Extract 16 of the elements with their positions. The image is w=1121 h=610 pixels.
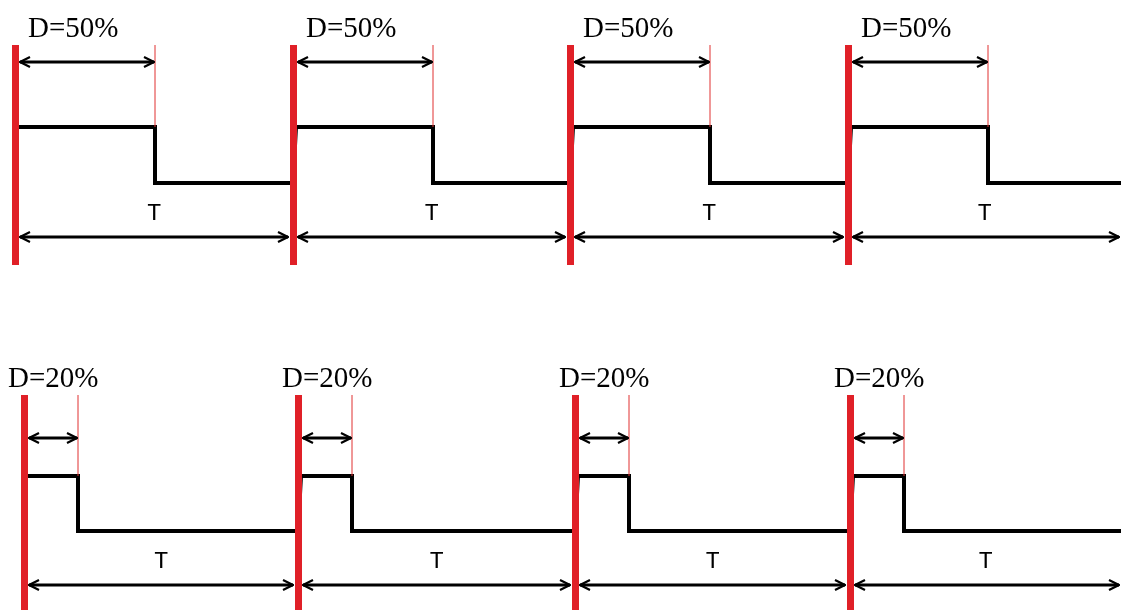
period-label: T	[978, 550, 993, 574]
duty-cycle-label: D=20%	[8, 363, 99, 392]
period-label: T	[977, 202, 992, 226]
duty-cycle-label: D=50%	[861, 13, 952, 42]
duty-cycle-label: D=20%	[282, 363, 373, 392]
duty-cycle-label: D=20%	[559, 363, 650, 392]
period-label: T	[429, 550, 444, 574]
period-label: T	[147, 202, 162, 226]
duty-cycle-label: D=50%	[306, 13, 397, 42]
duty-cycle-label: D=50%	[28, 13, 119, 42]
period-label: T	[702, 202, 717, 226]
period-label: T	[424, 202, 439, 226]
duty-cycle-label: D=50%	[583, 13, 674, 42]
period-label: T	[705, 550, 720, 574]
duty-cycle-label: D=20%	[834, 363, 925, 392]
period-label: T	[154, 550, 169, 574]
